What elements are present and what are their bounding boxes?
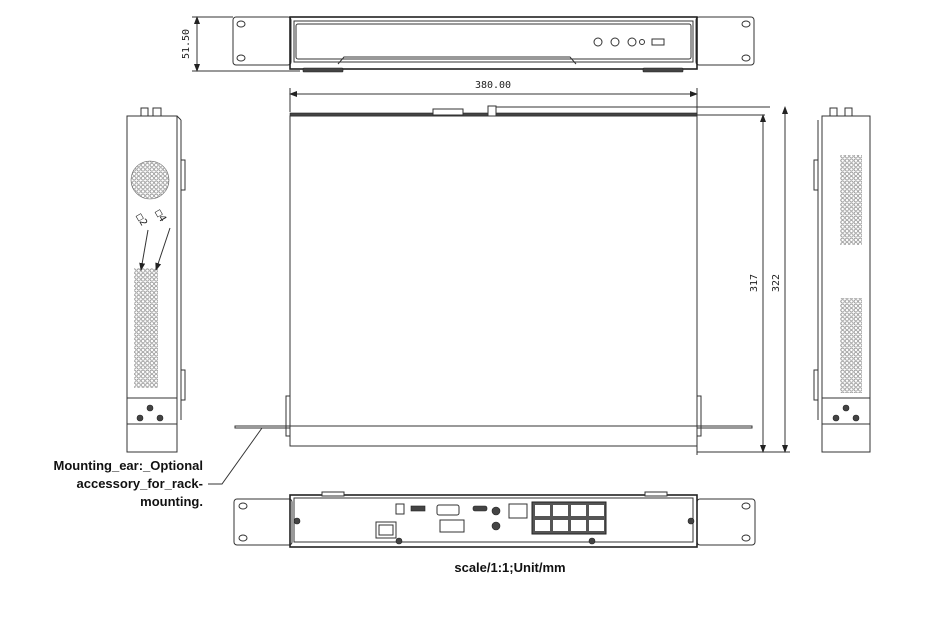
depth-dimension-317: 317 — [749, 274, 760, 292]
vga-port — [436, 504, 460, 516]
depth-dimension-322: 322 — [771, 274, 782, 292]
front-panel-buttons — [593, 37, 665, 47]
alarm-terminal — [439, 519, 465, 533]
hdmi-port — [472, 505, 488, 512]
lan-port — [508, 503, 528, 519]
power-switch — [375, 521, 397, 539]
mounting-ear-annotation: Mounting_ear:_Optional accessory_for_rac… — [54, 427, 263, 509]
side-marker-4: □4 — [152, 208, 168, 224]
audio-out — [491, 506, 501, 516]
right-side-view — [813, 107, 871, 453]
right-mounting-ear — [695, 16, 755, 66]
left-mounting-ear — [232, 16, 292, 66]
front-view: 51.50 — [181, 16, 755, 73]
rear-view — [233, 491, 756, 548]
usb-port — [410, 505, 426, 512]
svg-text:Mounting_ear:_Optional: Mounting_ear:_Optional — [54, 458, 204, 473]
svg-text:accessory_for_rack-: accessory_for_rack- — [77, 476, 203, 491]
svg-text:mounting.: mounting. — [140, 494, 203, 509]
audio-in — [491, 521, 501, 531]
scale-note: scale/1:1;Unit/mm — [454, 560, 565, 575]
height-dimension: 51.50 — [181, 29, 192, 59]
left-side-view: □2 □4 — [126, 107, 186, 453]
width-dimension: 380.00 — [475, 80, 511, 91]
side-marker-2: □2 — [133, 212, 149, 228]
top-view: 317 322 — [234, 105, 790, 453]
power-jack — [395, 503, 405, 515]
